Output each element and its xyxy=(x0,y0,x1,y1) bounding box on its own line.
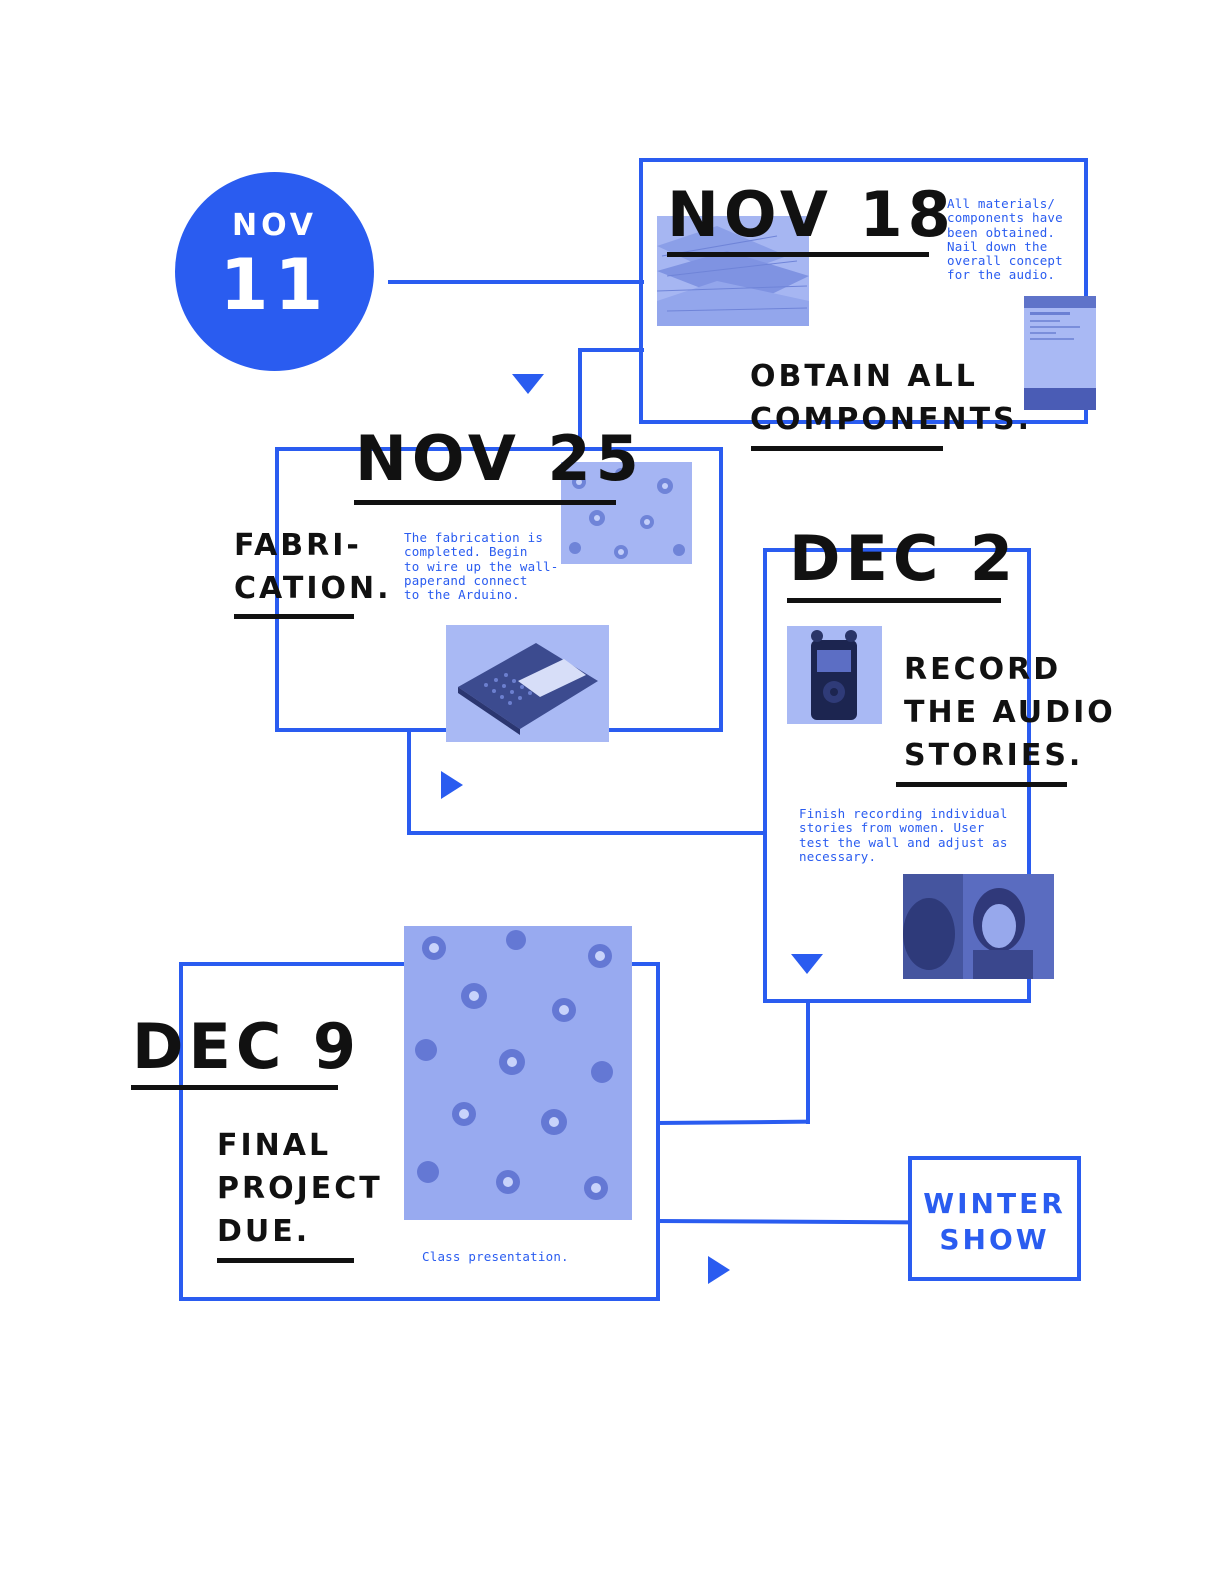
milestone-title: OBTAIN ALL COMPONENTS. xyxy=(750,359,1033,437)
arrow-down-icon xyxy=(791,954,823,974)
audio-recorder-photo xyxy=(787,626,882,724)
floral-wallpaper-swatch xyxy=(561,462,692,564)
floral-wallpaper-sample xyxy=(404,926,632,1220)
arduino-shield-photo xyxy=(446,625,609,742)
connector-line xyxy=(578,348,582,450)
title-underline xyxy=(217,1258,354,1263)
title-underline xyxy=(234,614,354,619)
arrow-right-icon xyxy=(708,1256,730,1284)
milestone-date: DEC 2 xyxy=(789,522,1019,595)
milestone-date: NOV 18 xyxy=(667,178,956,251)
connector-line xyxy=(407,831,767,835)
milestone-box-dec2 xyxy=(763,548,1031,1003)
start-month: NOV xyxy=(231,208,318,243)
wood-planks-photo xyxy=(657,216,809,326)
start-date-circle: NOV 11 xyxy=(175,172,374,371)
connector-line xyxy=(388,280,644,284)
milestone-title: RECORD THE AUDIO STORIES. xyxy=(904,652,1116,773)
start-day: 11 xyxy=(219,244,330,326)
date-underline xyxy=(787,598,1001,603)
end-box-winter-show xyxy=(908,1156,1081,1281)
connector-line xyxy=(578,348,644,352)
milestone-box-nov18 xyxy=(639,158,1088,424)
date-underline xyxy=(667,252,929,257)
arrow-right-icon xyxy=(441,771,463,799)
arduino-ide-screenshot xyxy=(1024,296,1096,410)
milestone-date: DEC 9 xyxy=(132,1010,362,1083)
milestone-note: Finish recording individual stories from… xyxy=(799,806,1008,864)
title-underline xyxy=(751,446,943,451)
milestone-note: The fabrication is completed. Begin to w… xyxy=(404,530,559,603)
date-underline xyxy=(131,1085,338,1090)
end-label: WINTER SHOW xyxy=(923,1187,1066,1256)
title-underline xyxy=(896,782,1067,787)
connector-line xyxy=(655,1219,913,1225)
connector-line xyxy=(806,1000,810,1124)
arrow-down-icon xyxy=(512,374,544,394)
women-talking-photo xyxy=(903,874,1054,979)
milestone-note: All materials/ components have been obta… xyxy=(947,196,1063,283)
milestone-note: Class presentation. xyxy=(422,1249,569,1264)
milestone-date: NOV 25 xyxy=(355,422,644,495)
connector-line xyxy=(655,1119,811,1125)
milestone-title: FABRI- CATION. xyxy=(234,528,392,606)
connector-line xyxy=(407,728,411,834)
milestone-title: FINAL PROJECT DUE. xyxy=(217,1128,383,1249)
date-underline xyxy=(354,500,616,505)
